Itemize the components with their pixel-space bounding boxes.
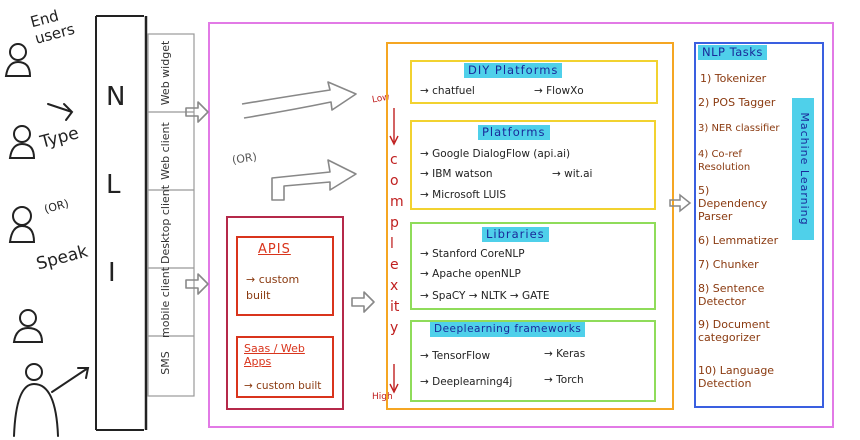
item-keras: → Keras xyxy=(544,348,586,360)
client-web-client: Web client xyxy=(159,122,172,180)
apis-title: APIS xyxy=(258,242,291,257)
nlp-task-1: 1) Tokenizer xyxy=(700,72,767,85)
section-title-diy: DIY Platforms xyxy=(464,63,563,78)
users-illustration xyxy=(4,43,90,437)
custom-solutions-box xyxy=(226,216,344,410)
user-figure-icon xyxy=(8,125,36,159)
arrow-icon xyxy=(51,367,90,393)
item-ibm-watson: → IBM watson xyxy=(420,168,493,180)
item-chatfuel: → chatfuel xyxy=(420,85,475,97)
apis-text: → custom built xyxy=(246,273,300,302)
item-apache-opennlp: → Apache openNLP xyxy=(420,268,521,280)
nlp-task-7: 7) Chunker xyxy=(698,258,759,271)
section-title-platforms: Platforms xyxy=(478,125,550,140)
section-deeplearning xyxy=(410,320,656,402)
saas-box xyxy=(236,336,334,398)
client-web-widget: Web widget xyxy=(159,40,172,106)
user-figure-icon xyxy=(4,43,32,77)
user-figure-icon xyxy=(13,363,59,437)
arrow-icon xyxy=(351,291,375,313)
nlp-task-8: 8) Sentence Detector xyxy=(698,282,765,308)
arrow-icon xyxy=(47,103,74,121)
nlp-task-2: 2) POS Tagger xyxy=(698,96,776,109)
arrow-icon xyxy=(669,193,692,213)
item-flowxo: → FlowXo xyxy=(534,85,584,97)
item-wit-ai: → wit.ai xyxy=(552,168,593,180)
complexity-axis xyxy=(389,108,399,394)
apis-box xyxy=(236,236,334,316)
item-tensorflow: → TensorFlow xyxy=(420,350,491,362)
nli-letter-l: L xyxy=(106,170,121,200)
flow-arrows xyxy=(185,81,375,313)
arrow-icon xyxy=(271,159,357,201)
item-stanford-corenlp: → Stanford CoreNLP xyxy=(420,248,525,260)
item-dialogflow: → Google DialogFlow (api.ai) xyxy=(420,148,571,160)
section-title-libraries: Libraries xyxy=(482,227,549,242)
outer-system-box xyxy=(208,22,834,428)
nlp-task-5: 5) Dependency Parser xyxy=(698,184,768,223)
nli-letter-n: N xyxy=(106,82,126,112)
user-figure-icon xyxy=(12,309,44,343)
nlp-task-6: 6) Lemmatizer xyxy=(698,234,779,247)
user-figure-icon xyxy=(8,206,36,243)
section-libraries xyxy=(410,222,656,310)
machine-learning-label xyxy=(792,98,814,240)
saas-title: Saas / Web Apps xyxy=(244,342,305,368)
nli-letter-i: I xyxy=(108,258,116,288)
section-platforms xyxy=(410,120,656,210)
nlp-task-9: 9) Document categorizer xyxy=(698,318,770,344)
nlp-task-3: 3) NER classifier xyxy=(698,123,780,134)
item-torch: → Torch xyxy=(544,374,584,386)
arrow-icon xyxy=(185,273,209,295)
nlp-tasks-box xyxy=(694,42,824,408)
arrow-icon xyxy=(185,101,209,123)
arrow-icon xyxy=(241,81,357,119)
item-spacy-nltk-gate: → SpaCY → NLTK → GATE xyxy=(420,290,550,302)
item-microsoft-luis: → Microsoft LUIS xyxy=(420,189,507,201)
client-sms: SMS xyxy=(159,351,172,375)
tools-box xyxy=(386,42,674,410)
machine-learning-text: Machine Learning xyxy=(798,112,811,226)
section-diy-platforms xyxy=(410,60,658,104)
complexity-high: High xyxy=(372,392,393,402)
item-deeplearning4j: → Deeplearning4j xyxy=(420,376,513,388)
section-title-deeplearning: Deeplearning frameworks xyxy=(430,322,586,337)
saas-text: → custom built xyxy=(244,380,322,392)
client-desktop-client: Desktop client xyxy=(159,184,172,264)
nlp-tasks-title: NLP Tasks xyxy=(698,45,767,60)
nlp-task-10: 10) Language Detection xyxy=(698,364,775,390)
nlp-task-4: 4) Co-ref Resolution xyxy=(698,149,751,173)
arrow-to-nlp xyxy=(669,193,692,213)
